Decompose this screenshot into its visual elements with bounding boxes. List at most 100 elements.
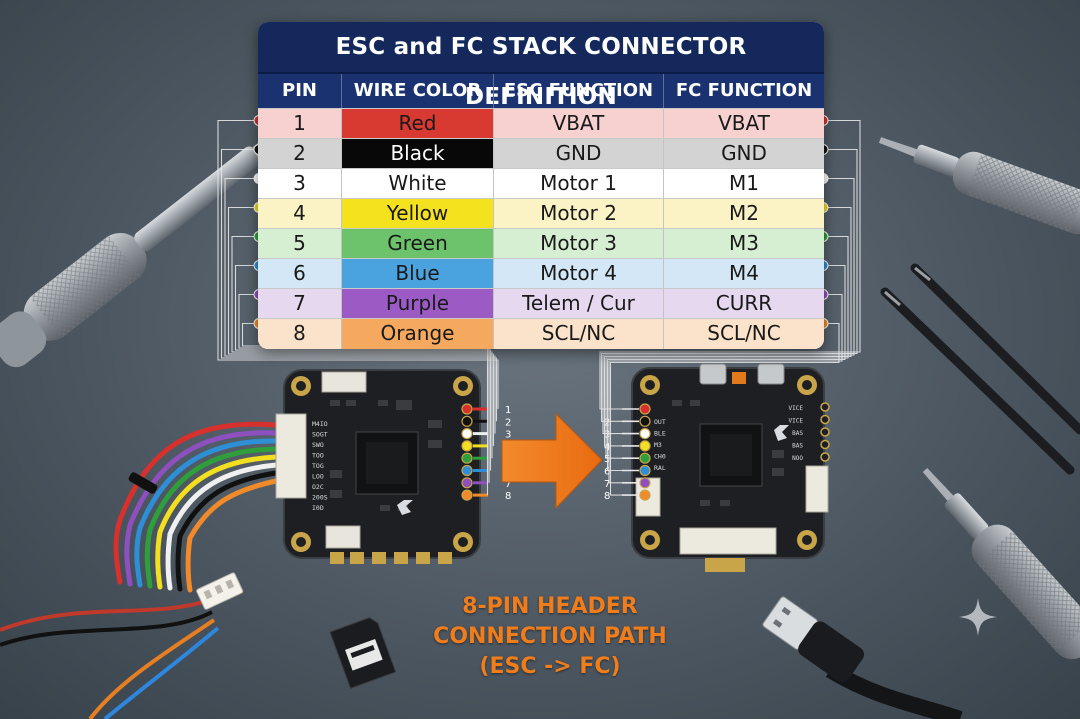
- esc-pin-label: 3: [505, 430, 511, 441]
- cell-fc-function: M3: [729, 231, 759, 255]
- header-pin: PIN: [258, 74, 342, 108]
- fc-pad-6: [639, 464, 651, 477]
- esc-pad-4: [461, 440, 473, 452]
- cell-wire-color: Green: [342, 229, 494, 258]
- cell-fc-function: M4: [729, 261, 759, 285]
- cell-esc-function: VBAT: [494, 109, 664, 138]
- cell-wire-color: Yellow: [342, 199, 494, 228]
- header-fc-function: FC FUNCTION: [675, 80, 813, 101]
- fc-pad-8: [639, 489, 651, 501]
- cell-pin: 4: [258, 199, 342, 228]
- cell-fc-function: VBAT: [718, 111, 770, 135]
- table-row: 1 Red VBAT VBAT: [258, 108, 824, 138]
- esc-connection-line: [224, 177, 496, 434]
- cell-esc-function: Telem / Cur: [494, 289, 664, 318]
- cell-esc-function: Motor 2: [494, 199, 664, 228]
- header-esc-function: ESC FUNCTION: [494, 74, 664, 108]
- fc-pad-2: [639, 415, 651, 427]
- cell-wire-color: Black: [342, 139, 494, 168]
- cell-pin: 8: [258, 319, 342, 349]
- fc-pad-3: [639, 428, 651, 440]
- tweezers-icon: [880, 263, 1080, 475]
- esc-pad-7: [461, 477, 473, 489]
- fc-pad-5: [639, 452, 651, 464]
- esc-silkscreen-label: 200S: [312, 494, 328, 502]
- cell-wire-color: Orange: [342, 319, 494, 349]
- fc-pin-label: 6: [604, 467, 610, 478]
- table-row: 3 White Motor 1 M1: [258, 168, 824, 198]
- fc-pad-1: [639, 403, 651, 415]
- caption-line-3: (ESC -> FC): [479, 654, 621, 679]
- table-row: 7 Purple Telem / Cur CURR: [258, 288, 824, 318]
- table-row: 4 Yellow Motor 2 M2: [258, 198, 824, 228]
- esc-pad-1: [461, 403, 473, 415]
- esc-connection-line: [231, 235, 493, 459]
- esc-silkscreen-label: TOO: [312, 452, 324, 460]
- fc-silkscreen-label: OUT: [654, 418, 666, 426]
- cell-wire-color: White: [342, 169, 494, 198]
- fc-right-pad: [820, 402, 830, 412]
- screwdriver-bottom-right-icon: [922, 467, 1080, 660]
- esc-pin-label: 8: [505, 491, 511, 502]
- fc-right-pad: [820, 439, 830, 450]
- fc-right-silkscreen-label: VICE: [789, 418, 804, 425]
- cell-fc-function: CURR: [715, 291, 773, 315]
- cell-pin: 7: [258, 289, 342, 318]
- fc-right-silkscreen-label: VICE: [789, 405, 804, 412]
- esc-pin-label: 1: [505, 405, 511, 416]
- table-title: ESC and FC STACK CONNECTOR DEFINITION: [258, 22, 824, 110]
- cell-fc-function: SCL/NC: [707, 321, 781, 345]
- cell-esc-function: Motor 3: [494, 229, 664, 258]
- esc-silkscreen-label: O2C: [312, 483, 324, 491]
- fc-right-pad: [820, 452, 830, 462]
- connection-lines: [217, 119, 861, 496]
- cell-pin: 2: [258, 139, 342, 168]
- fc-silkscreen-label: RAL: [654, 464, 666, 472]
- cell-esc-function: Motor 1: [494, 169, 664, 198]
- caption-line-2: CONNECTION PATH: [433, 624, 667, 649]
- esc-pin-label: 2: [505, 417, 511, 428]
- esc-silkscreen-label: I0D: [312, 504, 324, 512]
- cell-wire-color: Blue: [342, 259, 494, 288]
- fc-right-silkscreen-label: BAS: [792, 443, 803, 450]
- cell-pin: 5: [258, 229, 342, 258]
- esc-connection-line: [238, 293, 490, 483]
- usb-cable-icon: [762, 596, 963, 719]
- fc-right-pad: [820, 414, 830, 425]
- cell-pin: 1: [258, 109, 342, 138]
- fc-silkscreen-label: M3: [654, 441, 662, 449]
- connection-path-caption: 8-PIN HEADER CONNECTION PATH (ESC -> FC): [420, 592, 680, 682]
- esc-pin-label: 7: [505, 479, 511, 490]
- esc-connection-line: [217, 119, 499, 409]
- esc-silkscreen-label: TOG: [312, 462, 324, 470]
- esc-connection-line: [241, 322, 489, 496]
- cell-wire-color: Purple: [342, 289, 494, 318]
- connection-arrow-icon: [501, 412, 603, 510]
- cell-fc-function: M2: [729, 201, 759, 225]
- esc-pad-3: [461, 428, 473, 440]
- fc-right-silkscreen-label: BAS: [792, 430, 803, 437]
- fc-connection-line: [608, 293, 843, 484]
- fc-connection-line: [606, 264, 846, 472]
- cell-fc-function: GND: [721, 141, 767, 165]
- fc-silkscreen-label: BLE: [654, 430, 666, 438]
- jst-connector-icon: [0, 572, 244, 719]
- esc-silkscreen-label: SOGT: [312, 431, 328, 439]
- esc-pad-8: [461, 489, 473, 501]
- esc-pad-5: [461, 452, 473, 464]
- esc-wire-harness: [113, 421, 279, 593]
- esc-pad-2: [461, 415, 473, 427]
- fc-pin-label: 8: [604, 491, 610, 502]
- esc-connection-line: [227, 206, 495, 446]
- fc-silkscreen-label: CH0: [654, 453, 666, 461]
- fc-connection-line: [599, 119, 861, 410]
- table-row: 8 Orange SCL/NC SCL/NC: [258, 318, 824, 349]
- fc-connection-line: [609, 322, 840, 496]
- fc-pin-label: 7: [604, 479, 610, 490]
- table-header-row: PIN WIRE COLOR ESC FUNCTION FC FUNCTION: [258, 72, 824, 108]
- connector-definition-table: ESC and FC STACK CONNECTOR DEFINITION PI…: [258, 22, 824, 349]
- caption-line-1: 8-PIN HEADER: [462, 594, 638, 619]
- fc-pad-4: [639, 440, 651, 452]
